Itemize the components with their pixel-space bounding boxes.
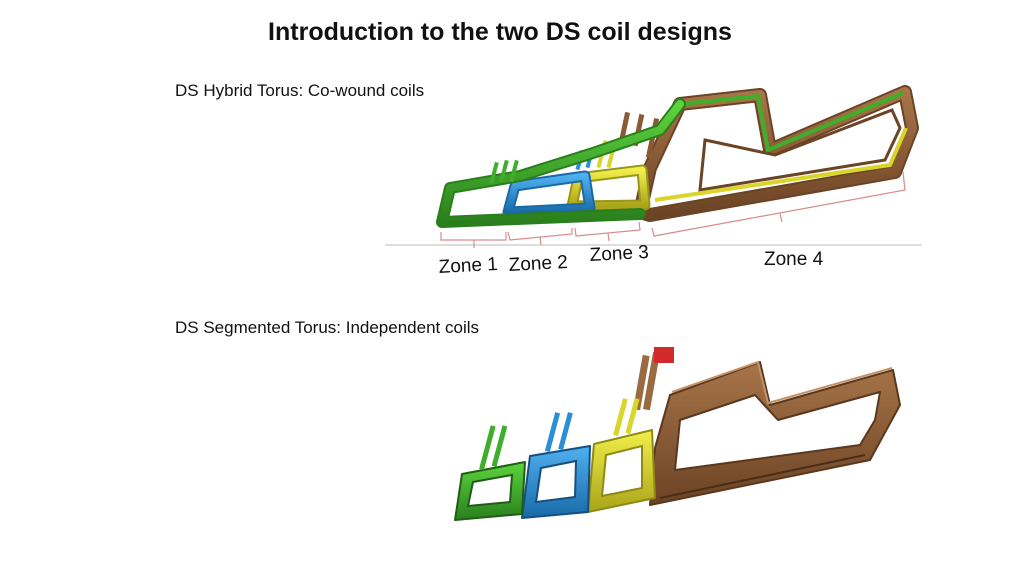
segmented-zone4-coil — [633, 347, 901, 506]
zone3-label: Zone 3 — [589, 242, 649, 266]
hybrid-zone-brackets — [440, 171, 906, 248]
zone4-label: Zone 4 — [764, 249, 824, 270]
hybrid-zone1-winding — [436, 98, 686, 228]
red-lead-terminal — [654, 347, 674, 363]
zone1-label: Zone 1 — [438, 254, 498, 278]
zone2-bracket — [507, 228, 573, 246]
hybrid-coil-assembly: Zone 1 Zone 2 Zone 3 Zone 4 — [385, 85, 922, 278]
zone1-bracket — [440, 232, 507, 248]
segmented-coil-assembly — [454, 347, 901, 521]
zone3-bracket — [574, 221, 641, 242]
segmented-torus-label: DS Segmented Torus: Independent coils — [175, 318, 479, 337]
page-title: Introduction to the two DS coil designs — [268, 18, 732, 46]
segmented-zone2-coil — [521, 412, 591, 519]
hybrid-torus-label: DS Hybrid Torus: Co-wound coils — [175, 81, 425, 100]
zone4-bracket — [651, 171, 906, 237]
segmented-zone3-coil — [587, 398, 656, 513]
zone2-label: Zone 2 — [508, 252, 568, 276]
segmented-zone1-coil — [454, 425, 526, 521]
hybrid-zone4-winding — [618, 85, 919, 222]
